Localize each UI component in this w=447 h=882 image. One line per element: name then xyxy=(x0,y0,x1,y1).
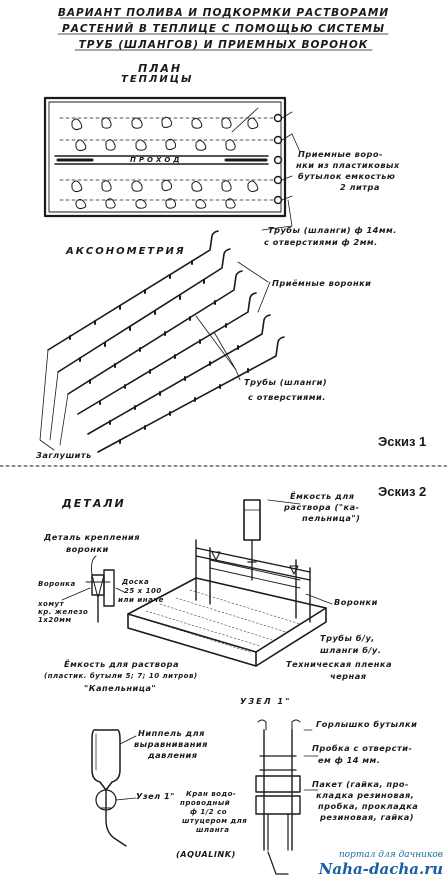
nipple-label-1: Ниппель для xyxy=(138,728,205,738)
film-label-1: Техническая пленка xyxy=(286,659,392,669)
node-title: УЗЕЛ 1" xyxy=(240,696,292,706)
details-heading: ДЕТАЛИ xyxy=(62,497,126,510)
faucet-label-2: проводный xyxy=(180,799,231,807)
funnels-label-3: бутылок емкостью xyxy=(298,171,396,181)
pipes-label-2: с отверстиями ф 2мм. xyxy=(264,237,378,247)
aisle-lines xyxy=(54,155,269,165)
watermark-tagline: портал для дачников xyxy=(338,850,443,860)
tank2-label-3: "Капельница" xyxy=(84,683,157,693)
axonometry-drawing xyxy=(39,230,285,453)
funnel-label: Воронка xyxy=(38,580,76,588)
faucet-label-3: ф 1/2 со xyxy=(190,808,228,816)
faucet-label-4: штуцером для xyxy=(182,817,248,825)
greenhouse-plan xyxy=(43,96,301,231)
plan-funnels xyxy=(273,111,293,205)
axon-pipes-label-2: с отверстиями. xyxy=(248,392,326,402)
pack-label-4: резиновая, гайка) xyxy=(320,812,414,822)
clamp-label-1: хомут xyxy=(38,600,65,608)
board-label-3: или иначе xyxy=(118,596,164,604)
funnels-label-1: Приемные воро- xyxy=(298,149,383,159)
node-drawing xyxy=(91,719,319,875)
board-label-1: Доска xyxy=(122,578,150,586)
watermark: портал для дачников Naha-dacha.ru xyxy=(319,850,443,878)
funnels-label-4: 2 литра xyxy=(340,182,380,192)
neck-label: Горлышко бутылки xyxy=(316,719,418,729)
pipes2-label-1: Трубы б/у, xyxy=(320,633,375,643)
greenhouse-outline xyxy=(43,96,287,218)
clamp-label-2: кр. железо xyxy=(38,608,89,616)
plan-heading: ПЛАН xyxy=(138,62,183,75)
axon-plug-label: Заглушить xyxy=(36,450,92,460)
mount-label-2: воронки xyxy=(66,544,109,554)
plan-leaders xyxy=(261,133,301,231)
sketch-2-label: Эскиз 2 xyxy=(378,484,427,499)
pack-label-2: кладка резиновая, xyxy=(316,790,415,800)
axon-funnels-label: Приёмные воронки xyxy=(272,278,372,288)
title-underline xyxy=(57,17,389,51)
cork-label-1: Пробка с отверсти- xyxy=(312,743,413,753)
mount-label-1: Деталь крепления xyxy=(44,532,140,542)
nipple-label-3: давления xyxy=(148,750,198,760)
plan-subheading: ТЕПЛИЦЫ xyxy=(121,74,194,85)
board-label-2: 25 х 100 xyxy=(124,587,162,595)
bed-drawing xyxy=(127,499,333,667)
pipes2-label-2: шланги б/у. xyxy=(320,645,382,655)
tank-label-2: раствора ("ка- xyxy=(284,502,360,512)
aisle-label: ПРОХОД xyxy=(130,156,183,164)
film-label-2: черная xyxy=(330,671,367,681)
plan-plants xyxy=(71,116,259,210)
faucet-label-6: (AQUALINK) xyxy=(176,849,236,859)
faucet-label-5: шланга xyxy=(196,826,230,834)
tank2-label-2: (пластик. бутыли 5; 7; 10 литров) xyxy=(44,672,198,680)
pipe-holes xyxy=(69,260,249,444)
tank-label-3: пельница") xyxy=(302,513,361,523)
pipes-label-1: Трубы (шланги) ф 14мм. xyxy=(268,225,397,235)
nipple-label-2: выравнивания xyxy=(134,739,208,749)
cork-label-2: ем ф 14 мм. xyxy=(318,755,381,765)
clamp-label-3: 1х20мм xyxy=(38,616,72,624)
sketch-1-label: Эскиз 1 xyxy=(378,434,427,449)
faucet-label-1: Кран водо- xyxy=(186,790,237,798)
tank2-label-1: Ёмкость для раствора xyxy=(64,659,179,669)
funnels-label-2: нки из пластиковых xyxy=(296,160,400,170)
node-ref-label: Узел 1" xyxy=(136,791,175,801)
pack-label-3: пробка, прокладка xyxy=(318,801,419,811)
axon-heading: АКСОНОМЕТРИЯ xyxy=(66,246,186,257)
title-line-1: ВАРИАНТ ПОЛИВА И ПОДКОРМКИ РАСТВОРАМИ xyxy=(57,7,390,19)
title-line-3: ТРУБ (ШЛАНГОВ) И ПРИЕМНЫХ ВОРОНОК xyxy=(78,39,369,51)
funnels2-label: Воронки xyxy=(334,597,378,607)
title-line-2: РАСТЕНИЙ В ТЕПЛИЦЕ С ПОМОЩЬЮ СИСТЕМЫ xyxy=(62,23,385,35)
axon-pipes-label-1: Трубы (шланги) xyxy=(244,377,328,387)
funnel-mount-drawing xyxy=(61,555,125,623)
pack-label-1: Пакет (гайка, про- xyxy=(312,779,409,789)
watermark-site: Naha-dacha.ru xyxy=(318,860,443,878)
tank-label-1: Ёмкость для xyxy=(290,491,355,501)
